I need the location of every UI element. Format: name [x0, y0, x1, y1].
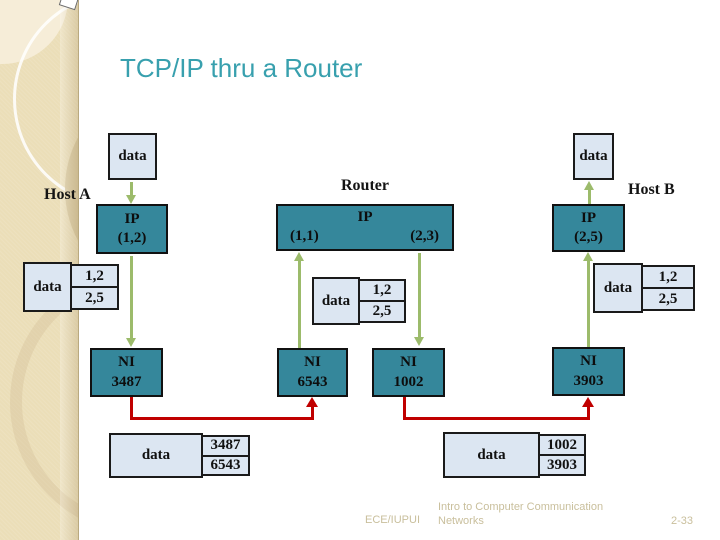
host-a-ni-box: NI 3487 — [90, 348, 163, 397]
footer-course: Intro to Computer Communication Networks — [438, 501, 604, 527]
packet-header-bottom: 2,5 — [358, 300, 406, 323]
link-a-connector — [130, 417, 314, 420]
packet-header-top: 1,2 — [70, 264, 119, 288]
packet-header-bottom: 3903 — [538, 454, 586, 476]
arrowhead-up-icon — [584, 181, 594, 190]
packet-header-top: 1,2 — [641, 265, 695, 289]
host-a-data-box: data — [108, 133, 157, 180]
host-b-ni-box: NI 3903 — [552, 347, 625, 396]
router-ip-box: IP (1,1) (2,3) — [276, 204, 454, 251]
arrowhead-up-red-icon — [582, 397, 594, 407]
host-b-ip-packet: data 1,2 2,5 — [593, 263, 695, 313]
packet-data-cell: data — [109, 433, 203, 478]
arrowhead-up-red-icon — [306, 397, 318, 407]
router-ip-left-addr: (1,1) — [290, 227, 319, 244]
packet-header-bottom: 2,5 — [70, 286, 119, 310]
host-a-label: Host A — [44, 186, 91, 203]
host-a-ip-box: IP (1,2) — [96, 204, 168, 254]
arrow-ip-a-to-ni-a — [130, 256, 133, 339]
host-b-ni-title: NI — [580, 353, 597, 369]
packet-header-bottom: 2,5 — [641, 287, 695, 311]
slide-title: TCP/IP thru a Router — [120, 53, 363, 83]
packet-data-cell: data — [312, 277, 360, 325]
arrow-ni-to-router-ip — [298, 260, 301, 348]
link-b-frame-packet: data 1002 3903 — [443, 432, 586, 478]
link-a-frame-packet: data 3487 6543 — [109, 433, 250, 478]
host-a-ni-title: NI — [118, 354, 135, 370]
host-b-ip-addr: (2,5) — [574, 229, 603, 245]
host-b-data-box: data — [573, 133, 614, 180]
host-a-ip-packet: data 1,2 2,5 — [23, 262, 119, 312]
arrowhead-up-icon — [294, 252, 304, 261]
packet-header-top: 1002 — [538, 434, 586, 456]
router-ip-right-addr: (2,3) — [410, 227, 439, 244]
packet-header-bottom: 6543 — [201, 454, 250, 476]
host-a-ni-addr: 3487 — [111, 373, 142, 390]
router-ni-left-title: NI — [304, 354, 321, 370]
router-ni-right-title: NI — [400, 354, 417, 370]
host-b-ip-box: IP (2,5) — [552, 204, 625, 252]
arrowhead-down-icon — [126, 338, 136, 347]
link-a-connector — [130, 397, 133, 420]
host-b-ni-addr: 3903 — [573, 372, 604, 389]
router-ni-right-box: NI 1002 — [372, 348, 445, 397]
router-ip-packet: data 1,2 2,5 — [312, 277, 406, 325]
footer-page-number: 2-33 — [671, 515, 694, 527]
arrow-ip-b-to-data — [588, 189, 591, 204]
router-ni-right-addr: 1002 — [393, 373, 424, 390]
link-b-connector — [403, 417, 590, 420]
arrow-router-ip-to-ni — [418, 253, 421, 338]
footer-org: ECE/IUPUI — [365, 514, 421, 526]
arrow-data-to-ip-a — [130, 182, 133, 197]
link-b-connector — [403, 397, 406, 420]
arrowhead-up-icon — [583, 252, 593, 261]
arrowhead-down-icon — [126, 195, 136, 204]
router-label: Router — [341, 177, 389, 194]
arrowhead-down-icon — [414, 337, 424, 346]
router-ni-left-box: NI 6543 — [277, 348, 348, 397]
host-a-ip-addr: (1,2) — [117, 230, 147, 246]
router-ip-title: IP — [357, 209, 373, 225]
packet-data-cell: data — [443, 432, 540, 478]
host-b-ip-title: IP — [581, 209, 596, 226]
packet-data-cell: data — [23, 262, 72, 312]
router-ni-left-addr: 6543 — [297, 373, 328, 390]
packet-data-cell: data — [593, 263, 643, 313]
link-b-connector — [587, 406, 590, 418]
host-a-ip-title: IP — [124, 210, 140, 227]
host-b-label: Host B — [628, 181, 675, 198]
packet-header-top: 3487 — [201, 435, 250, 457]
arrow-ni-b-to-ip-b — [587, 260, 590, 347]
packet-header-top: 1,2 — [358, 279, 406, 302]
link-a-connector — [311, 406, 314, 418]
